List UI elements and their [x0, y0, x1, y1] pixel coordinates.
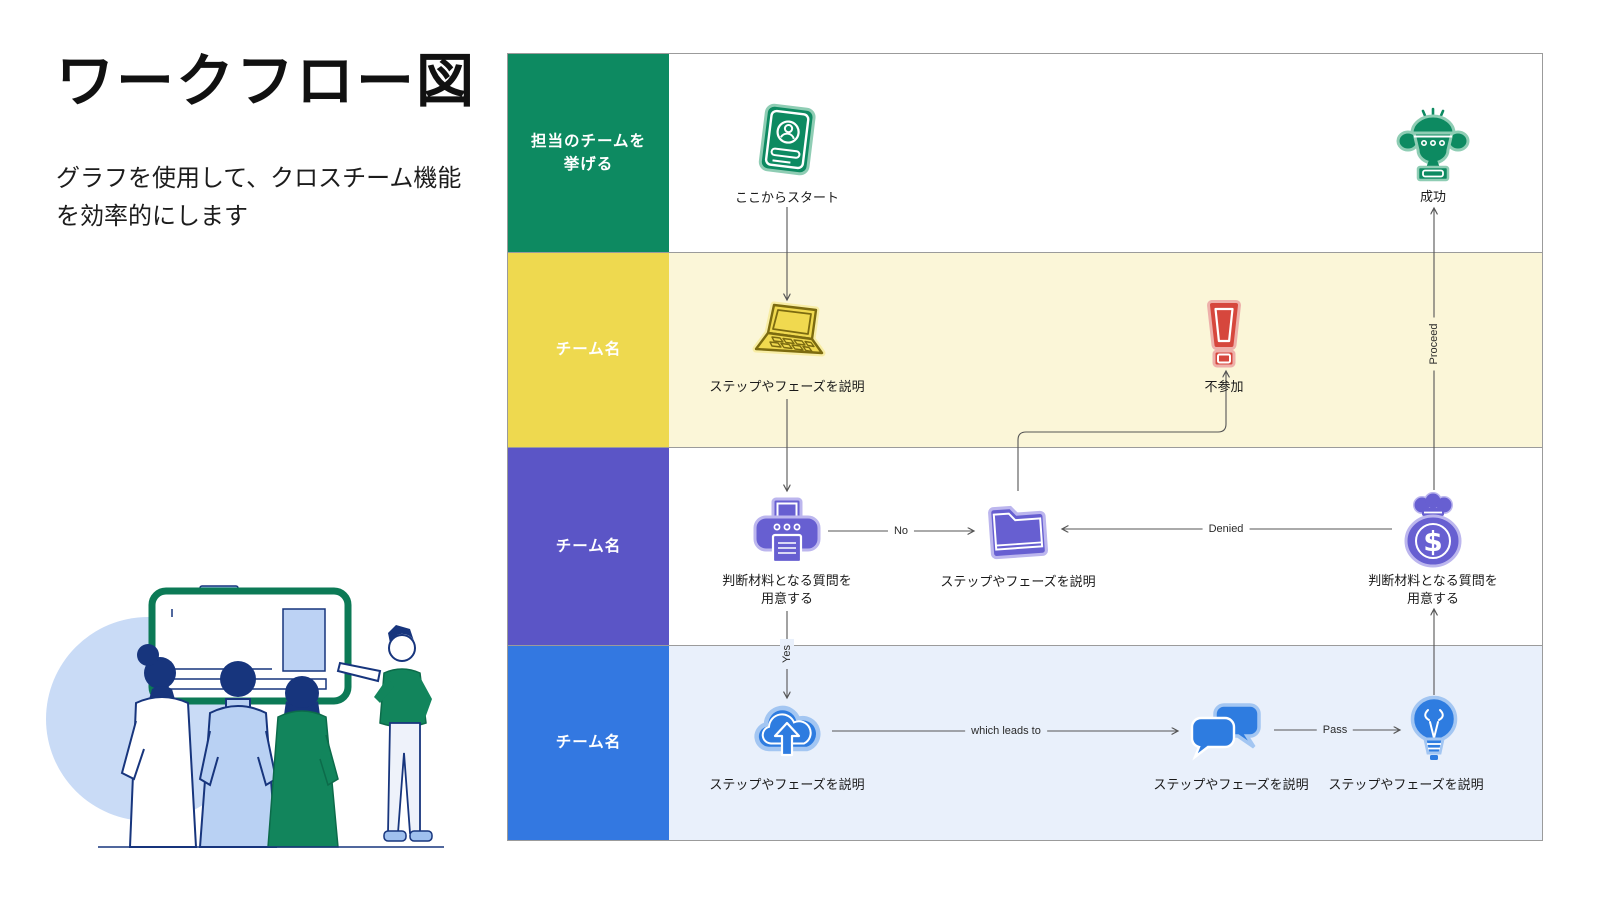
folder-icon — [988, 505, 1048, 560]
audience-person-2 — [198, 661, 278, 848]
lane-body-1 — [669, 54, 1542, 252]
node-describe-step-5[interactable] — [1407, 693, 1461, 767]
money-bag-icon: $ — [1404, 492, 1462, 568]
printer-icon — [753, 497, 821, 564]
node-success[interactable] — [1395, 102, 1471, 182]
node-label-prepare-question-1: 判断材料となる質問を用意する — [722, 573, 852, 606]
lane-row-2: チーム名 — [508, 253, 1542, 448]
presenter-figure — [336, 625, 433, 842]
node-label-describe-step-1: ステップやフェーズを説明 — [709, 379, 865, 394]
node-label-success: 成功 — [1419, 189, 1446, 204]
node-describe-step-1[interactable] — [747, 301, 827, 367]
page-title: ワークフロー図 — [56, 49, 477, 114]
people-presentation-illustration — [46, 585, 444, 848]
lane-header-label: チーム名 — [555, 537, 622, 555]
node-start[interactable] — [753, 101, 821, 181]
laptop-icon — [752, 301, 826, 357]
lane-row-1: 担当のチームを挙げる — [508, 54, 1542, 253]
audience-person-3 — [267, 676, 339, 848]
lane-header-4[interactable]: チーム名 — [508, 646, 669, 840]
audience-figures — [120, 644, 339, 848]
connector-label-denied: Denied — [1202, 522, 1250, 536]
lane-row-4: チーム名 — [508, 646, 1542, 841]
node-describe-step-4[interactable] — [1188, 700, 1264, 764]
svg-text:$: $ — [1423, 525, 1442, 558]
lane-header-label: 担当のチームを挙げる — [530, 132, 647, 173]
node-label-decline: 不参加 — [1204, 379, 1244, 394]
lane-header-1[interactable]: 担当のチームを挙げる — [508, 54, 669, 252]
lane-header-label: チーム名 — [555, 341, 622, 359]
node-label-prepare-question-2: 判断材料となる質問を用意する — [1368, 573, 1498, 606]
lightbulb-icon — [1410, 695, 1458, 760]
lane-header-label: チーム名 — [555, 734, 622, 752]
trophy-icon — [1396, 107, 1470, 182]
connector-label-yes: Yes — [780, 639, 794, 669]
lane-header-2[interactable]: チーム名 — [508, 253, 669, 447]
node-describe-step-3[interactable] — [748, 697, 826, 765]
node-decline[interactable] — [1202, 299, 1246, 371]
connector-label-which-leads-to: which leads to — [965, 724, 1047, 738]
connector-label-proceed: Proceed — [1427, 317, 1441, 371]
chat-icon — [1190, 703, 1261, 761]
node-label-describe-step-5: ステップやフェーズを説明 — [1328, 777, 1484, 792]
whiteboard — [148, 585, 352, 705]
page-subtitle: グラフを使用して、クロスチーム機能を効率的にします — [56, 164, 462, 230]
cloud-upload-icon — [754, 705, 821, 757]
connector-label-pass: Pass — [1316, 723, 1354, 737]
exclamation-icon — [1207, 300, 1241, 368]
connector-label-no: No — [887, 524, 915, 538]
node-prepare-question-1[interactable] — [750, 496, 824, 566]
lane-header-3[interactable]: チーム名 — [508, 448, 669, 645]
node-label-describe-step-3: ステップやフェーズを説明 — [709, 777, 865, 792]
node-label-describe-step-2: ステップやフェーズを説明 — [940, 574, 1096, 589]
node-label-describe-step-4: ステップやフェーズを説明 — [1153, 777, 1309, 792]
audience-person-1 — [120, 644, 198, 848]
id-card-icon — [758, 103, 816, 176]
node-describe-step-2[interactable] — [982, 499, 1054, 563]
workflow-swimlane-diagram: 担当のチームを挙げる チーム名 チーム名 チーム名 — [507, 53, 1543, 841]
node-prepare-question-2[interactable]: $ — [1400, 491, 1466, 569]
left-panel: ワークフロー図 グラフを使用して、クロスチーム機能を効率的にします — [56, 50, 486, 236]
node-label-start: ここからスタート — [734, 190, 839, 205]
